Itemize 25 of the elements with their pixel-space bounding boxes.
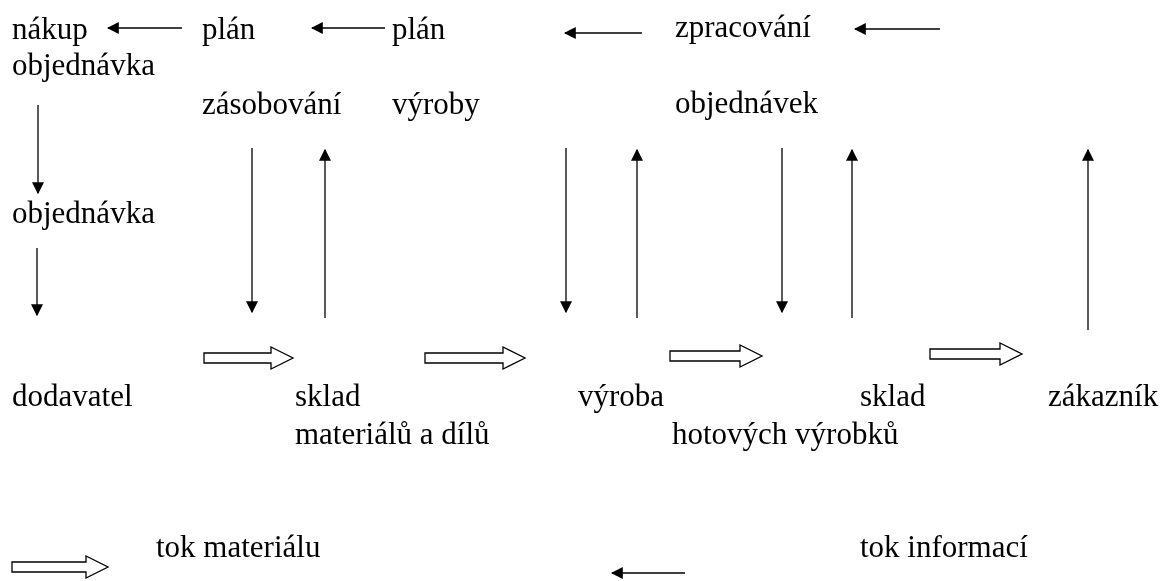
arrow <box>560 147 572 314</box>
material-flow-arrow <box>669 343 764 369</box>
arrow <box>853 23 941 35</box>
arrow <box>846 148 858 319</box>
node-label: materiálů a dílů <box>295 420 490 448</box>
material-flow-arrow <box>424 345 527 371</box>
node-label: sklad <box>295 382 361 410</box>
material-flow-arrow <box>203 345 295 371</box>
legend-label: tok informací <box>860 533 1028 561</box>
arrow <box>631 148 643 319</box>
node-label: sklad <box>860 382 926 410</box>
arrow <box>106 22 183 34</box>
arrow <box>1082 148 1094 331</box>
arrow <box>776 147 788 314</box>
arrow <box>310 22 386 34</box>
arrow <box>32 104 44 195</box>
arrow <box>563 27 643 39</box>
arrow <box>246 147 258 314</box>
arrow <box>319 148 331 319</box>
node-label: dodavatel <box>12 382 133 410</box>
arrow <box>31 247 43 317</box>
node-label: zákazník <box>1048 382 1159 410</box>
node-label: zásobování <box>202 90 342 118</box>
legend-label: tok materiálu <box>156 533 321 561</box>
material-flow-arrow <box>929 341 1024 367</box>
